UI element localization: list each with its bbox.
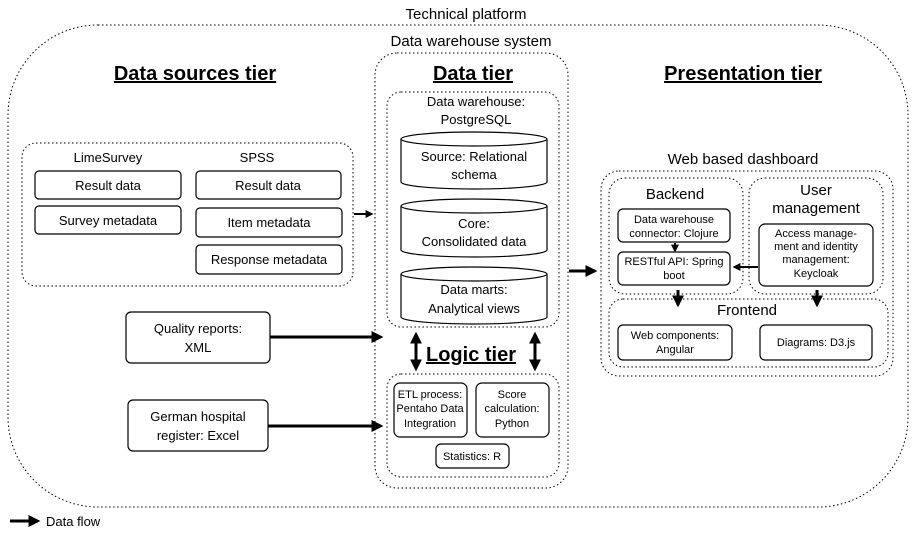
hospital-register-label-1: German hospital	[150, 409, 245, 424]
web-components-label-1: Web components:	[631, 330, 719, 342]
data-tier-title: Data tier	[433, 63, 513, 85]
hospital-register-label-2: register: Excel	[157, 428, 239, 443]
statistics-label: Statistics: R	[443, 451, 501, 463]
source-db-label-1: Source: Relational	[421, 149, 527, 164]
limesurvey-result-data	[34, 170, 182, 200]
etl-label-2: Pentaho Data	[396, 403, 464, 415]
frontend-group	[608, 298, 889, 368]
technical-platform-region	[7, 24, 909, 508]
diagrams-label: Diagrams: D3.js	[777, 337, 856, 349]
dw-connector-box	[617, 208, 731, 243]
statistics-box	[435, 443, 510, 469]
keycloak-label-3: management:	[782, 254, 849, 266]
diagrams-box	[759, 324, 873, 361]
core-db-label-1: Core:	[458, 216, 490, 231]
score-label-1: Score	[498, 389, 527, 401]
limesurvey-result-data-label: Result data	[75, 178, 142, 193]
legend-data-flow-label: Data flow	[46, 514, 101, 529]
core-db-label-2: Consolidated data	[422, 234, 528, 249]
web-components-label-2: Angular	[656, 344, 694, 356]
data-warehouse-title-2: PostgreSQL	[441, 112, 512, 127]
etl-label-1: ETL process:	[398, 389, 462, 401]
keycloak-label-2: ment and identity	[774, 241, 858, 253]
data-sources-tier-title: Data sources tier	[114, 63, 277, 85]
logic-tier-title: Logic tier	[426, 344, 516, 366]
hospital-register-source	[127, 399, 269, 452]
score-label-2: calculation:	[484, 403, 539, 415]
spss-response-metadata	[195, 244, 343, 275]
quality-reports-label-1: Quality reports:	[154, 321, 242, 336]
data-marts-database	[400, 266, 548, 325]
source-db-label-2: schema	[451, 167, 497, 182]
dashboard-title: Web based dashboard	[668, 151, 819, 168]
backend-group	[608, 177, 744, 295]
spss-result-data-label: Result data	[235, 178, 302, 193]
core-database	[400, 198, 548, 258]
logic-group	[386, 373, 560, 478]
frontend-title: Frontend	[717, 302, 777, 319]
data-marts-label-1: Data marts:	[440, 282, 507, 297]
limesurvey-survey-metadata	[34, 205, 182, 235]
backend-title: Backend	[646, 186, 704, 203]
spss-response-metadata-label: Response metadata	[211, 252, 328, 267]
keycloak-label-1: Access manage-	[775, 228, 857, 240]
restful-api-label-2: boot	[663, 270, 684, 282]
keycloak-label-4: Keycloak	[794, 268, 839, 280]
etl-label-3: Integration	[404, 418, 456, 430]
spss-item-metadata	[195, 207, 343, 238]
user-management-title-1: User	[800, 182, 832, 199]
spss-item-metadata-label: Item metadata	[227, 215, 311, 230]
presentation-tier-title: Presentation tier	[664, 63, 822, 85]
spss-result-data	[195, 170, 342, 200]
data-marts-label-2: Analytical views	[428, 301, 520, 316]
dw-system-label: Data warehouse system	[391, 33, 552, 50]
data-warehouse-group	[386, 91, 560, 328]
quality-reports-label-2: XML	[185, 340, 212, 355]
restful-api-label-1: RESTful API: Spring	[624, 256, 723, 268]
score-label-3: Python	[495, 418, 529, 430]
user-management-title-2: management	[772, 200, 860, 217]
user-management-group	[748, 177, 884, 295]
limesurvey-survey-metadata-label: Survey metadata	[59, 213, 158, 228]
web-dashboard-region	[600, 170, 894, 377]
technical-platform-label: Technical platform	[406, 6, 527, 23]
quality-reports-source	[125, 311, 271, 364]
web-components-box	[617, 324, 733, 361]
dw-connector-label-1: Data warehouse	[634, 214, 714, 226]
limesurvey-title: LimeSurvey	[74, 150, 143, 165]
data-warehouse-title-1: Data warehouse:	[427, 94, 525, 109]
etl-process-box	[393, 382, 468, 438]
keycloak-box	[758, 223, 874, 287]
source-database	[400, 131, 548, 190]
survey-sources-group	[21, 142, 354, 287]
score-calculation-box	[475, 382, 550, 438]
spss-title: SPSS	[240, 150, 275, 165]
dw-connector-label-2: connector: Clojure	[629, 228, 718, 240]
